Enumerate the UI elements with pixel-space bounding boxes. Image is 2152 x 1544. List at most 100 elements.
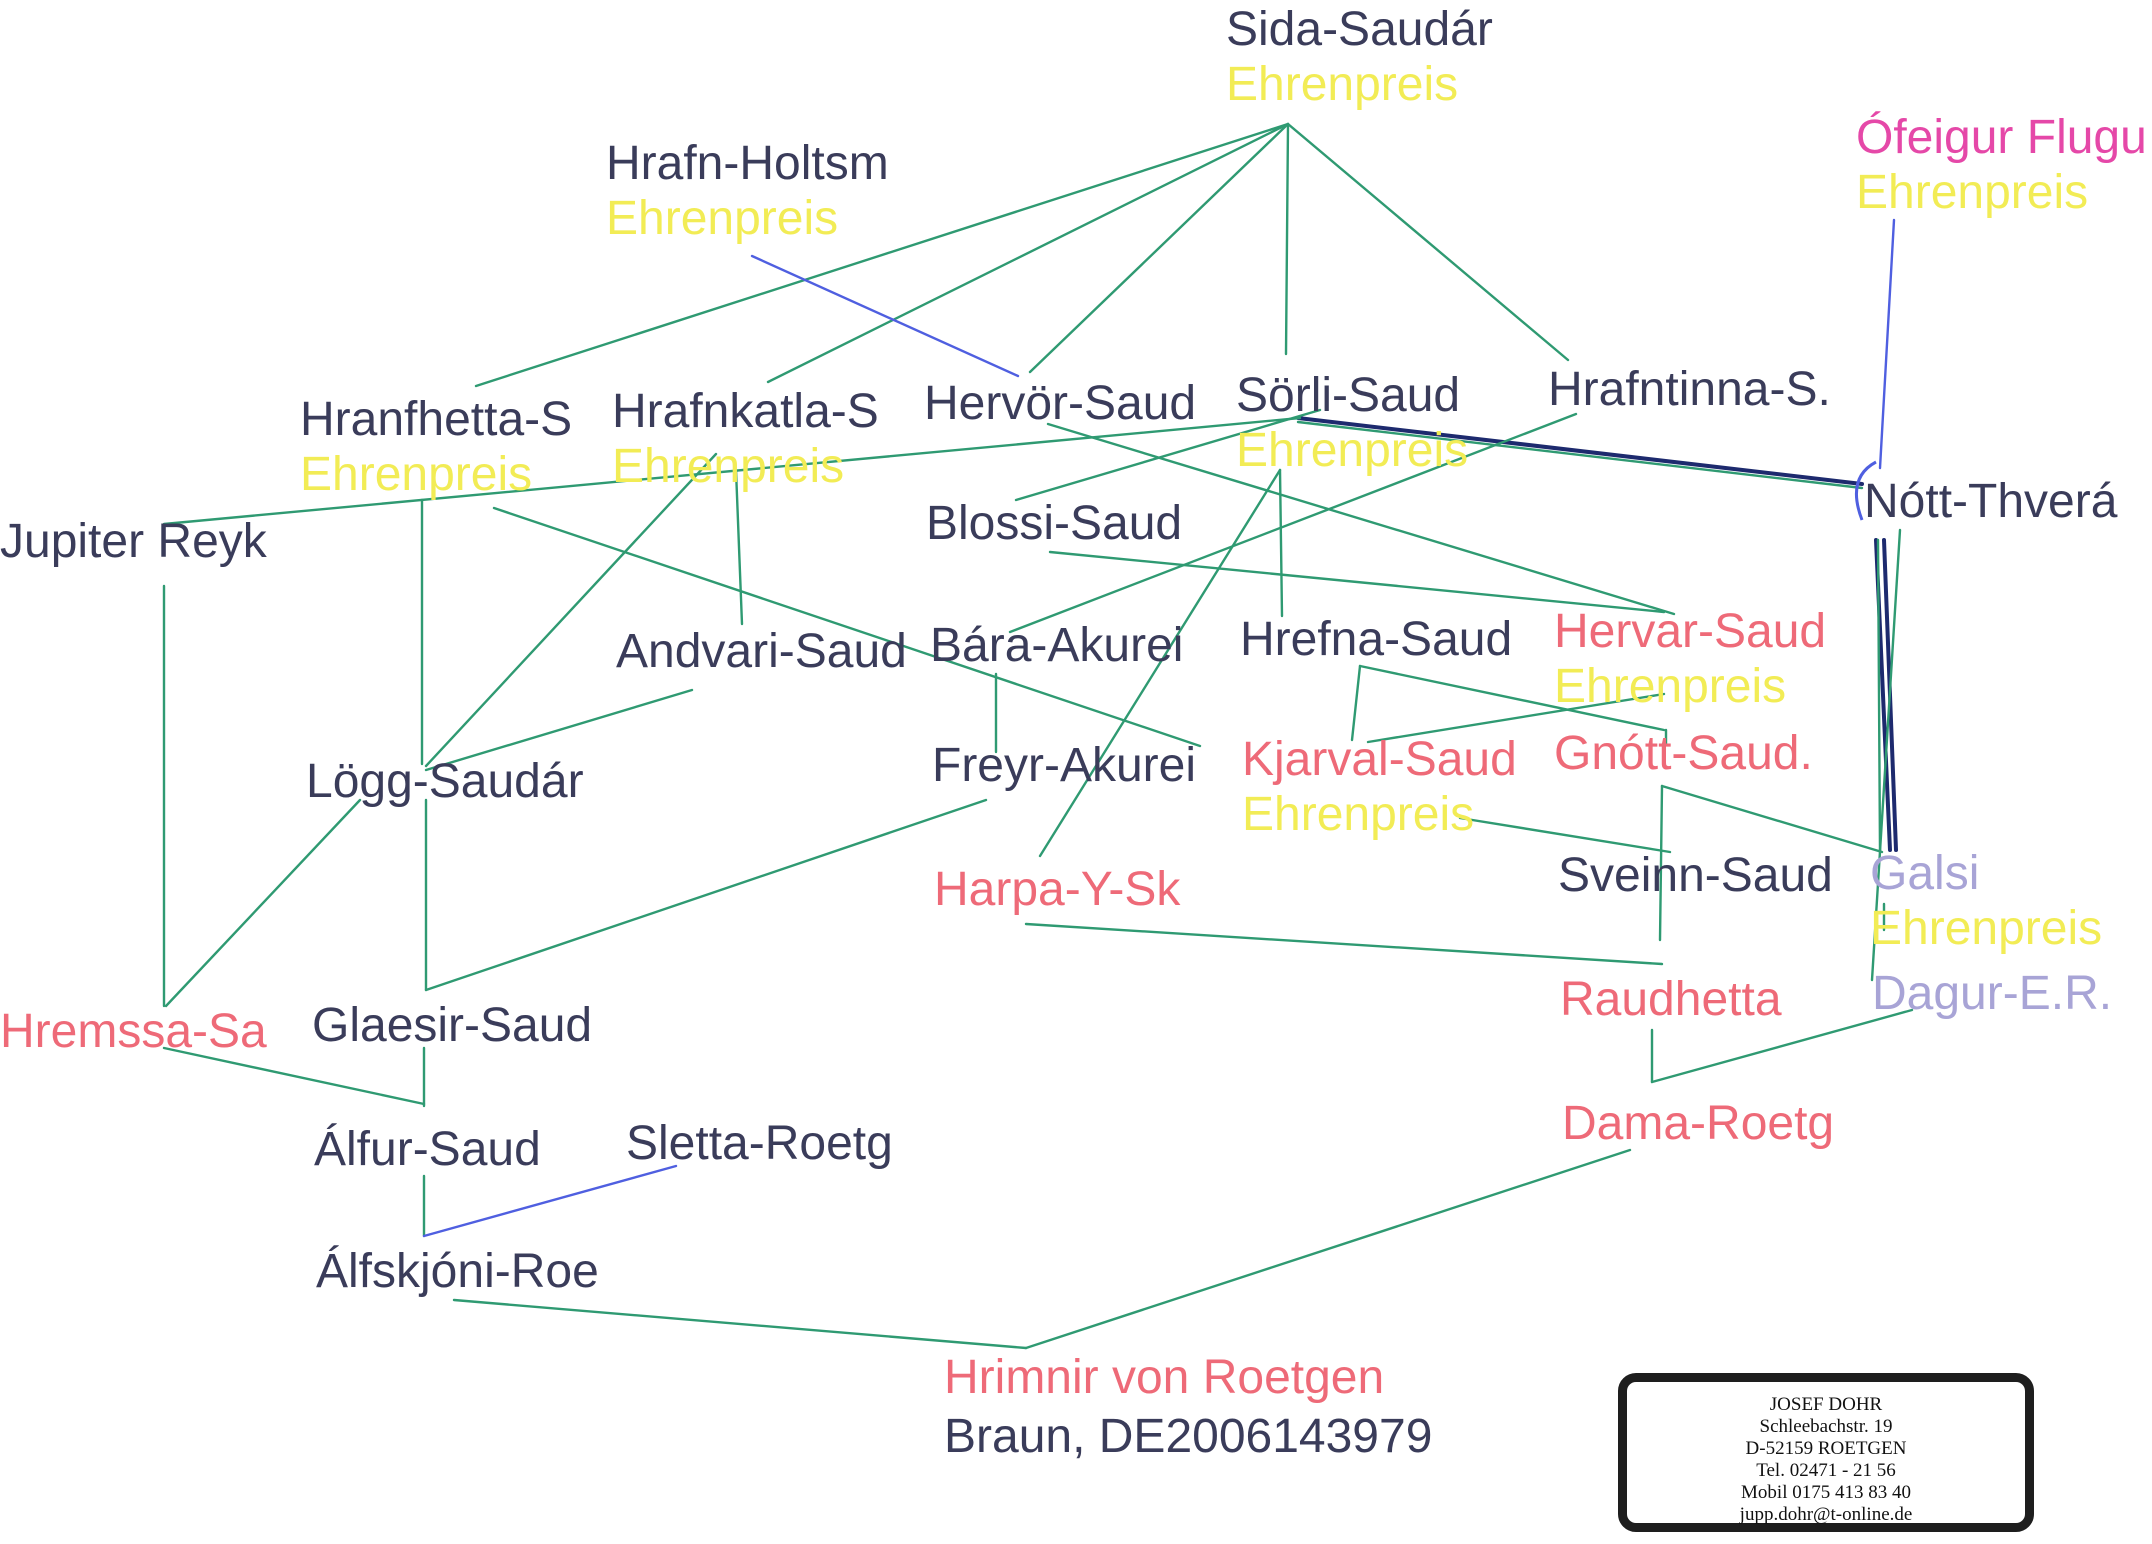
node-ofeigur: Ófeigur Flugu Ehrenpreis	[1856, 110, 2147, 220]
connector-line-8	[162, 416, 1302, 526]
node-nott: Nótt-Thverá	[1864, 474, 2117, 529]
horse-name: Galsi	[1870, 847, 1980, 900]
node-bara: Bára-Akurei	[930, 618, 1183, 673]
breeder-stamp: JOSEF DOHR Schleebachstr. 19 D-52159 ROE…	[1618, 1373, 2034, 1532]
horse-name: Sörli-Saud	[1236, 369, 1461, 422]
award-label: Ehrenpreis	[1236, 424, 1469, 478]
connector-line-3	[1284, 122, 1290, 356]
node-hervar: Hervar-Saud Ehrenpreis	[1554, 604, 1826, 714]
award-label: Ehrenpreis	[1242, 788, 1475, 842]
stamp-street: Schleebachstr. 19	[1759, 1416, 1893, 1437]
award-label: Ehrenpreis	[1856, 166, 2089, 220]
connector-line-17	[734, 468, 744, 626]
horse-name: Dama-Roetg	[1562, 1097, 1835, 1150]
horse-name: Hervör-Saud	[924, 377, 1197, 430]
horse-name: Kjarval-Saud	[1242, 733, 1517, 786]
node-sletta: Sletta-Roetg	[626, 1116, 893, 1171]
node-hrimnir: Hrimnir von Roetgen Braun, DE2006143979	[944, 1350, 1432, 1464]
horse-name: Hrafntinna-S.	[1548, 363, 1831, 416]
node-jupiter: Jupiter Reyk	[0, 514, 267, 569]
connector-line-6	[1296, 416, 1864, 486]
node-harpa: Harpa-Y-Sk	[934, 862, 1180, 917]
connector-line-45	[452, 1298, 1028, 1350]
node-galsi: Galsi Ehrenpreis	[1870, 846, 2102, 956]
connector-line-1	[766, 122, 1290, 384]
horse-name: Blossi-Saud	[926, 497, 1183, 550]
stamp-email: jupp.dohr@t-online.de	[1739, 1504, 1913, 1525]
connector-line-29	[1458, 816, 1672, 854]
horse-name: Andvari-Saud	[616, 625, 907, 678]
node-sorli: Sörli-Saud Ehrenpreis	[1236, 368, 1468, 478]
node-sveinn: Sveinn-Saud	[1558, 848, 1833, 903]
node-logg: Lögg-Saudár	[306, 754, 584, 809]
node-sida: Sida-Saudár Ehrenpreis	[1226, 2, 1493, 112]
connector-line-31	[1658, 784, 1664, 942]
horse-name: Sida-Saudár	[1226, 3, 1493, 56]
node-gnott: Gnótt-Saud.	[1554, 726, 1813, 781]
node-dagur: Dagur-E.R.	[1872, 966, 2112, 1021]
connector-line-21	[164, 798, 362, 1008]
horse-name: Álfskjóni-Roe	[316, 1245, 599, 1298]
connector-line-40	[1650, 1008, 1914, 1084]
connector-line-5	[750, 254, 1020, 378]
node-freyr: Freyr-Akurei	[932, 738, 1196, 793]
connector-line-10	[1278, 468, 1284, 618]
connector-line-18	[424, 452, 718, 768]
node-hrafn-holtsm: Hrafn-Holtsm Ehrenpreis	[606, 136, 889, 246]
connector-line-4	[1286, 122, 1570, 362]
connector-line-11	[1038, 468, 1282, 858]
node-hrafntinna: Hrafntinna-S.	[1548, 362, 1831, 417]
connector-line-24	[424, 798, 988, 992]
node-glaesir: Glaesir-Saud	[312, 998, 592, 1053]
horse-name: Hrafn-Holtsm	[606, 137, 889, 190]
node-hrefna: Hrefna-Saud	[1240, 612, 1512, 667]
stamp-mobile: Mobil 0175 413 83 40	[1741, 1482, 1911, 1503]
connector-line-44	[422, 1164, 678, 1238]
award-label: Ehrenpreis	[300, 448, 533, 502]
connector-line-15	[492, 506, 1202, 748]
connector-line-46	[1024, 1148, 1632, 1350]
connector-line-12	[1046, 422, 1676, 616]
horse-name: Sveinn-Saud	[1558, 849, 1833, 902]
node-hranfhetta: Hranfhetta-S Ehrenpreis	[300, 392, 572, 502]
node-dama: Dama-Roetg	[1562, 1096, 1834, 1151]
award-label: Ehrenpreis	[1226, 58, 1459, 112]
stamp-city: D-52159 ROETGEN	[1745, 1438, 1907, 1459]
bracket-mark	[1854, 460, 1877, 521]
node-kjarval: Kjarval-Saud Ehrenpreis	[1242, 732, 1517, 842]
connector-line-27	[1366, 692, 1666, 744]
node-hervor: Hervör-Saud	[924, 376, 1196, 431]
horse-name: Hranfhetta-S	[300, 393, 573, 446]
horse-name: Lögg-Saudár	[306, 755, 584, 808]
connector-line-35	[1878, 218, 1896, 470]
horse-name: Gnótt-Saud.	[1554, 727, 1813, 780]
horse-name: Hremssa-Sa	[0, 1005, 267, 1058]
connector-line-7	[1296, 420, 1864, 490]
connector-line-41	[162, 1046, 426, 1106]
horse-detail: Braun, DE2006143979	[944, 1410, 1433, 1464]
node-alfur: Álfur-Saud	[314, 1122, 541, 1177]
connector-line-34	[1876, 538, 1882, 852]
connector-line-0	[474, 122, 1290, 388]
connector-line-30	[1660, 784, 1884, 854]
horse-name: Hervar-Saud	[1554, 605, 1827, 658]
connector-line-26	[1350, 664, 1362, 742]
horse-name: Hrimnir von Roetgen	[944, 1351, 1385, 1404]
node-raudhetta: Raudhetta	[1560, 972, 1782, 1027]
node-andvari: Andvari-Saud	[616, 624, 907, 679]
stamp-name: JOSEF DOHR	[1769, 1394, 1883, 1415]
node-alfskjoni: Álfskjóni-Roe	[316, 1244, 599, 1299]
horse-name: Harpa-Y-Sk	[934, 863, 1181, 916]
connector-line-9	[1014, 408, 1322, 502]
horse-name: Dagur-E.R.	[1872, 967, 2113, 1020]
horse-name: Jupiter Reyk	[0, 515, 267, 568]
stamp-phone: Tel. 02471 - 21 56	[1756, 1460, 1896, 1481]
award-label: Ehrenpreis	[1870, 902, 2103, 956]
connector-line-25	[1358, 664, 1666, 732]
horse-name: Bára-Akurei	[930, 619, 1184, 672]
horse-name: Raudhetta	[1560, 973, 1782, 1026]
horse-name: Hrafnkatla-S	[612, 385, 879, 438]
node-hrafnkatla: Hrafnkatla-S Ehrenpreis	[612, 384, 879, 494]
horse-name: Freyr-Akurei	[932, 739, 1197, 792]
